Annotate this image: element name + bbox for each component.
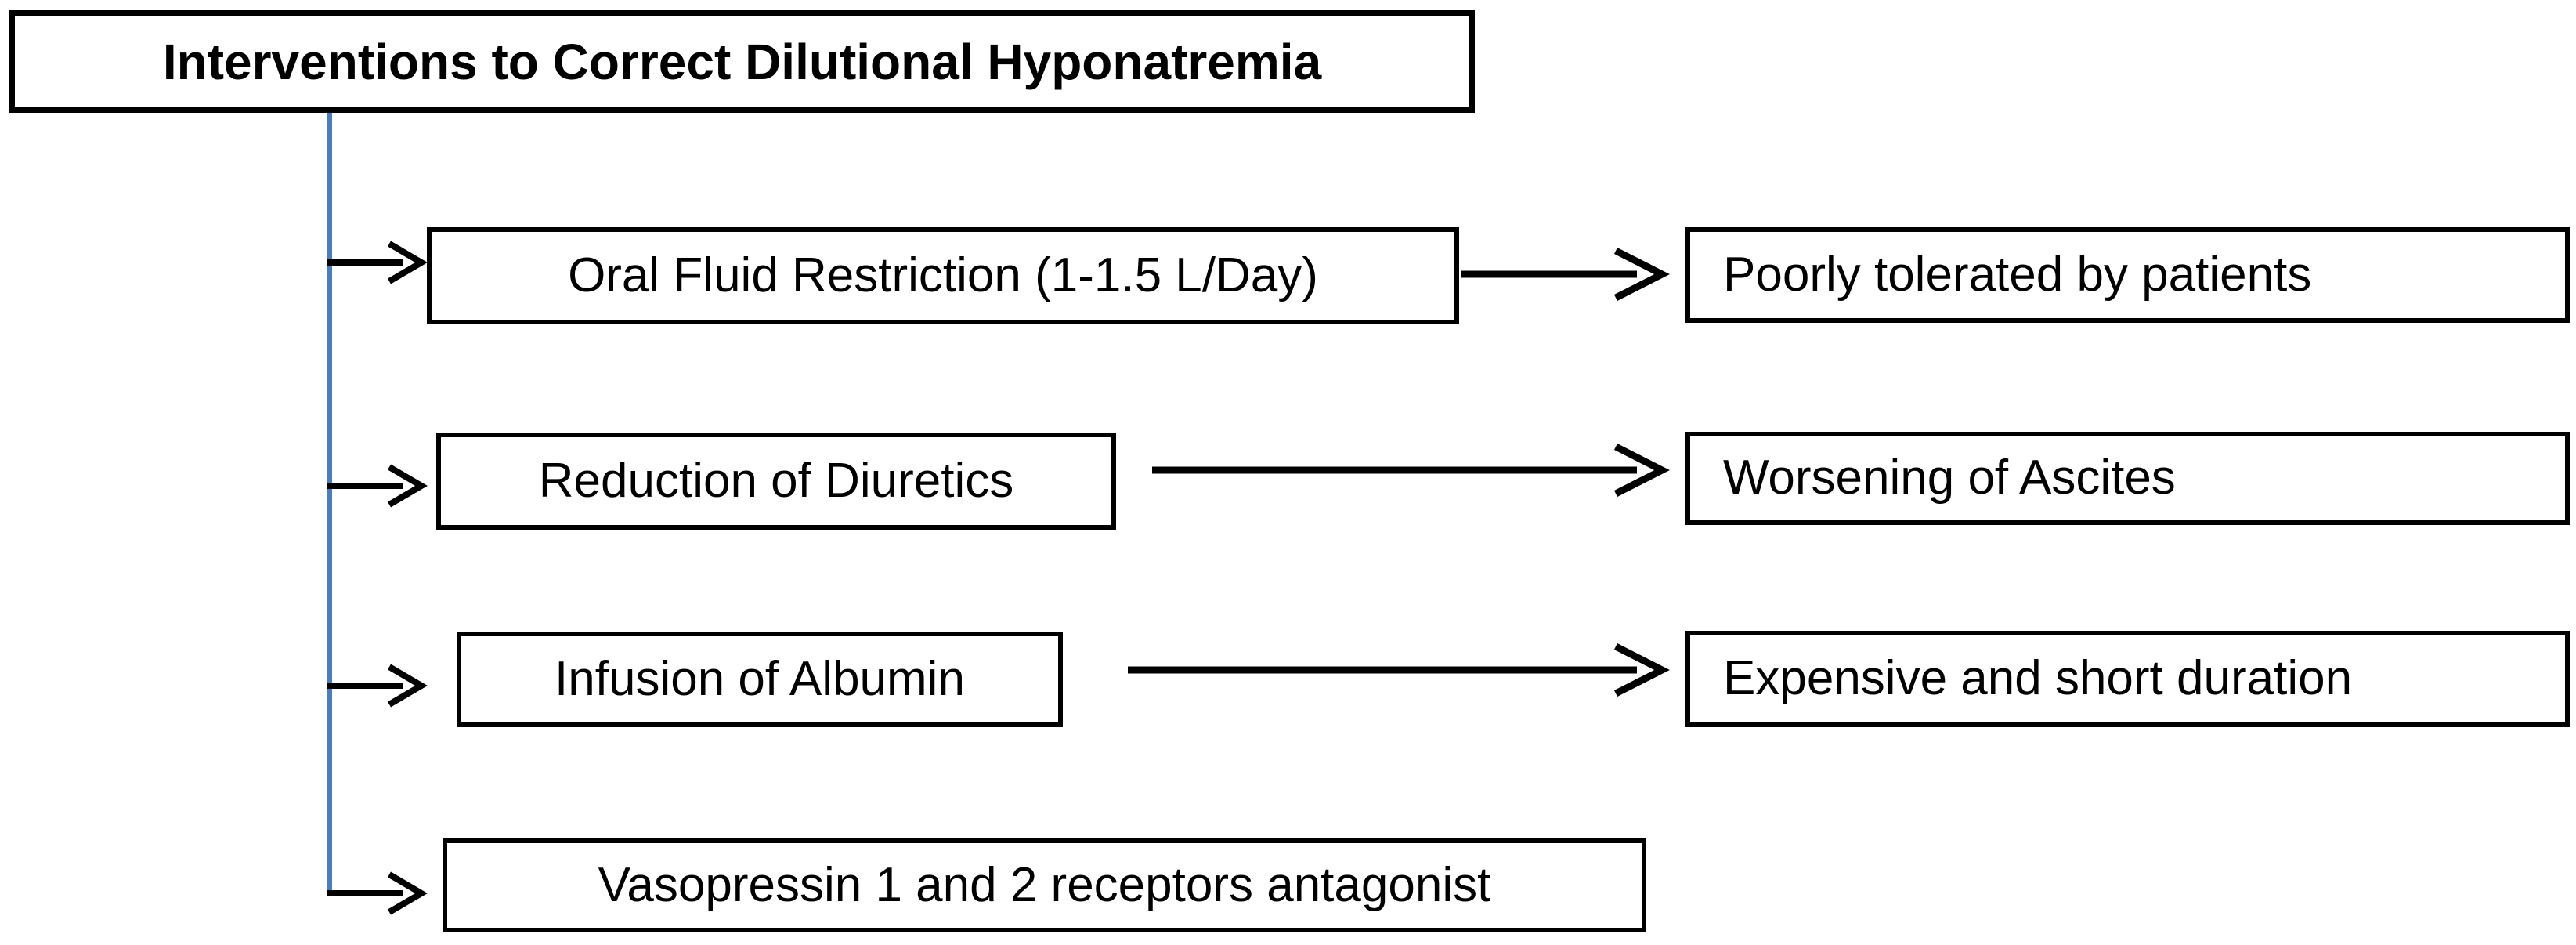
outcome-arrow-row2-icon [1152, 443, 1670, 498]
limitation-box-worsening-of-ascites: Worsening of Ascites [1685, 432, 2570, 525]
limitation-box-poorly-tolerated: Poorly tolerated by patients [1685, 227, 2570, 323]
outcome-arrow-row1-icon [1461, 247, 1670, 302]
branch-arrow-row2-icon [327, 464, 428, 508]
diagram-title: Interventions to Correct Dilutional Hypo… [162, 33, 1322, 90]
intervention-label: Reduction of Diuretics [538, 453, 1014, 508]
intervention-label: Infusion of Albumin [555, 651, 965, 706]
limitation-box-expensive-short-duration: Expensive and short duration [1685, 631, 2570, 727]
branch-arrow-row3-icon [327, 664, 428, 708]
branch-arrow-row1-icon [327, 241, 428, 284]
outcome-arrow-row3-icon [1128, 643, 1670, 697]
intervention-label: Vasopressin 1 and 2 receptors antagonist [598, 857, 1491, 912]
diagram-title-box: Interventions to Correct Dilutional Hypo… [9, 10, 1475, 113]
limitation-label: Expensive and short duration [1723, 651, 2353, 706]
branch-arrow-row4-icon [327, 871, 428, 915]
intervention-box-infusion-of-albumin: Infusion of Albumin [457, 632, 1063, 727]
intervention-box-oral-fluid-restriction: Oral Fluid Restriction (1-1.5 L/Day) [427, 227, 1459, 324]
limitation-label: Poorly tolerated by patients [1723, 247, 2312, 302]
intervention-box-reduction-of-diuretics: Reduction of Diuretics [436, 433, 1116, 530]
intervention-label: Oral Fluid Restriction (1-1.5 L/Day) [568, 248, 1318, 302]
limitation-label: Worsening of Ascites [1723, 451, 2176, 505]
intervention-box-vasopressin-antagonist: Vasopressin 1 and 2 receptors antagonist [443, 838, 1646, 932]
